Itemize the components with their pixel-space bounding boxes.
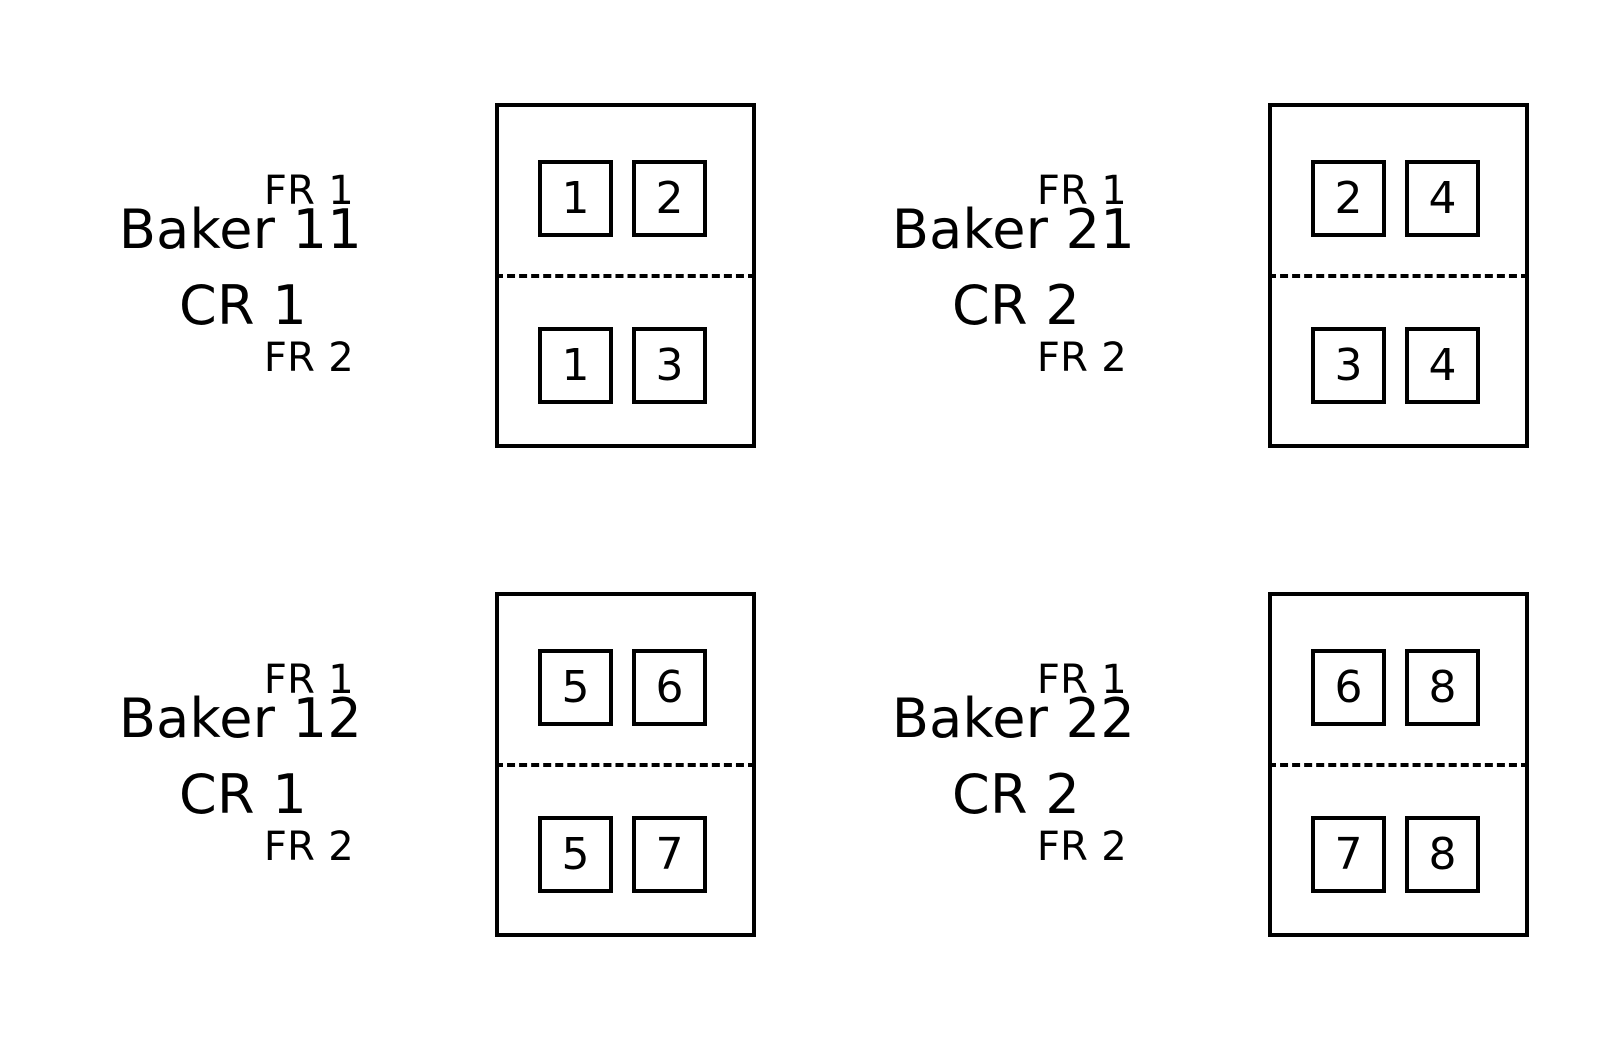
group-caption: Baker 22 CR 2 — [833, 692, 1135, 822]
fr-cell-group: 5 7 — [538, 816, 728, 893]
fr-cell-group: 7 8 — [1311, 816, 1501, 893]
baker-name-label: Baker 22 — [891, 687, 1135, 750]
fr-cell: 3 — [632, 327, 707, 404]
fr-cell: 8 — [1405, 816, 1480, 893]
fr-cell-group: 6 8 — [1311, 649, 1501, 726]
fr-row-label: FR 2 — [263, 335, 354, 381]
fr-cell: 8 — [1405, 649, 1480, 726]
fr-row-label: FR 1 — [1036, 168, 1127, 214]
fr-row-label: FR 2 — [1036, 824, 1127, 870]
fr-cell-group: 1 3 — [538, 327, 728, 404]
baker-group-baker-11: Baker 11 CR 1 FR 1 1 2 FR 2 1 3 — [60, 103, 760, 503]
fr-row-1: FR 1 1 2 — [60, 160, 756, 237]
cr-label: CR 2 — [952, 763, 1080, 826]
fr-cell: 1 — [538, 160, 613, 237]
fr-row-2: FR 2 1 3 — [60, 327, 756, 404]
fr-cell: 5 — [538, 649, 613, 726]
fr-cell-group: 2 4 — [1311, 160, 1501, 237]
fr-row-1: FR 1 6 8 — [833, 649, 1529, 726]
cr-label: CR 1 — [179, 274, 307, 337]
fr-cell: 3 — [1311, 327, 1386, 404]
fr-cell-group: 1 2 — [538, 160, 728, 237]
cr-label: CR 2 — [952, 274, 1080, 337]
fr-cell: 1 — [538, 327, 613, 404]
baker-group-baker-22: Baker 22 CR 2 FR 1 6 8 FR 2 7 8 — [833, 592, 1533, 992]
fr-cell: 6 — [632, 649, 707, 726]
fr-cell: 7 — [632, 816, 707, 893]
fr-row-2: FR 2 5 7 — [60, 816, 756, 893]
fr-cell: 2 — [632, 160, 707, 237]
fr-divider-dashed — [1268, 274, 1529, 278]
baker-name-label: Baker 21 — [891, 198, 1135, 261]
baker-name-label: Baker 12 — [118, 687, 362, 750]
fr-row-label: FR 2 — [263, 824, 354, 870]
fr-divider-dashed — [1268, 763, 1529, 767]
fr-row-label: FR 1 — [263, 657, 354, 703]
fr-row-label: FR 2 — [1036, 335, 1127, 381]
fr-row-label: FR 1 — [1036, 657, 1127, 703]
baker-name-label: Baker 11 — [118, 198, 362, 261]
fr-cell: 4 — [1405, 327, 1480, 404]
fr-row-1: FR 1 5 6 — [60, 649, 756, 726]
group-caption: Baker 11 CR 1 — [60, 203, 362, 333]
fr-divider-dashed — [495, 274, 756, 278]
fr-cell-group: 3 4 — [1311, 327, 1501, 404]
cr-label: CR 1 — [179, 763, 307, 826]
fr-row-2: FR 2 3 4 — [833, 327, 1529, 404]
group-caption: Baker 21 CR 2 — [833, 203, 1135, 333]
fr-cell: 4 — [1405, 160, 1480, 237]
fr-cell: 6 — [1311, 649, 1386, 726]
fr-divider-dashed — [495, 763, 756, 767]
fr-row-label: FR 1 — [263, 168, 354, 214]
fr-cell-group: 5 6 — [538, 649, 728, 726]
fr-cell: 2 — [1311, 160, 1386, 237]
group-caption: Baker 12 CR 1 — [60, 692, 362, 822]
fr-cell: 5 — [538, 816, 613, 893]
fr-cell: 7 — [1311, 816, 1386, 893]
baker-group-baker-12: Baker 12 CR 1 FR 1 5 6 FR 2 5 7 — [60, 592, 760, 992]
fr-row-1: FR 1 2 4 — [833, 160, 1529, 237]
fr-row-2: FR 2 7 8 — [833, 816, 1529, 893]
baker-group-baker-21: Baker 21 CR 2 FR 1 2 4 FR 2 3 4 — [833, 103, 1533, 503]
